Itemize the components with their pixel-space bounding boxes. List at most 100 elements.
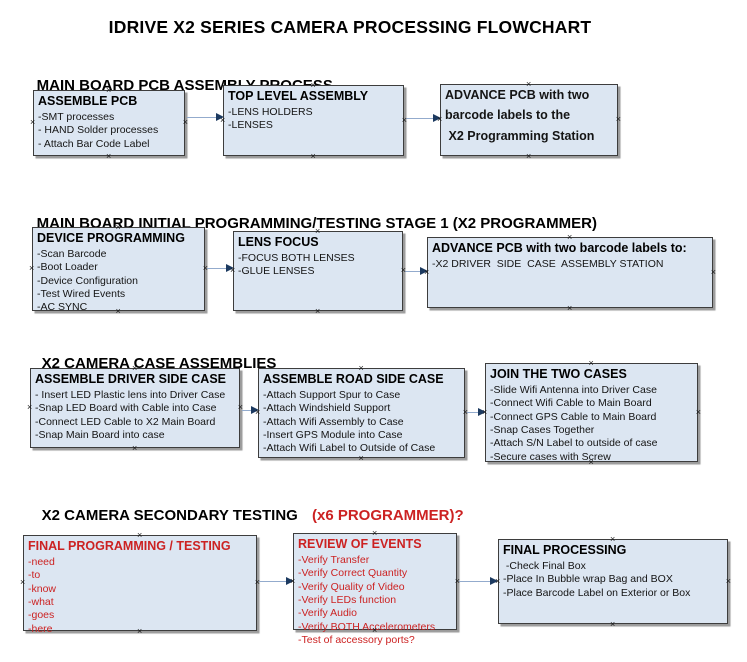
box-item: -Slide Wifi Antenna into Driver Case [490,383,657,396]
arrow-line [459,580,492,583]
box-item: X2 Programming Station [445,128,595,143]
box-item: -here [28,622,53,635]
box-item: -to [28,569,41,582]
box-title: ASSEMBLE DRIVER SIDE CASE [35,372,227,386]
box-lens-focus: LENS FOCUS -FOCUS BOTH LENSES -GLUE LENS… [233,231,403,311]
connection-anchor [526,80,531,89]
connection-anchor [726,577,731,586]
flow-arrow [186,112,224,123]
box-assemble-road-side-case: ASSEMBLE ROAD SIDE CASE -Attach Support … [258,368,465,458]
box-item: -what [28,595,54,608]
box-title: ASSEMBLE PCB [38,94,138,108]
box-item: -Device Configuration [37,274,138,287]
connection-anchor [220,116,225,125]
connection-anchor [589,458,594,467]
connection-anchor [359,364,364,373]
connection-anchor [463,408,468,417]
box-item: -Attach Support Spur to Case [263,388,401,401]
box-item: -Snap LED Board with Cable into Case [35,402,217,415]
connection-anchor [610,620,615,629]
connection-anchor [711,268,716,277]
flow-arrow [206,263,234,274]
connection-anchor [455,577,460,586]
connection-anchor [290,577,295,586]
box-item: -Attach Windshield Support [263,402,391,415]
box-item: -Verify Transfer [298,553,370,566]
connection-anchor [437,115,442,124]
connection-anchor [238,403,243,412]
box-item: -FOCUS BOTH LENSES [238,251,355,264]
box-title: FINAL PROGRAMMING / TESTING [28,539,231,553]
section-heading-secondary-testing: X2 CAMERA SECONDARY TESTING (x6 PROGRAMM… [25,490,464,541]
connection-anchor [132,364,137,373]
connection-anchor [230,266,235,275]
arrow-line [207,267,228,270]
box-item: -Connect GPS Cable to Main Board [490,410,657,423]
box-title: DEVICE PROGRAMMING [37,231,185,245]
section-heading-text: X2 CAMERA CASE ASSEMBLIES [41,355,277,372]
box-title: FINAL PROCESSING [503,543,627,557]
box-advance-pcb-programming-station: ADVANCE PCB with two barcode labels to t… [440,84,618,156]
box-item: -LENSES [228,119,273,132]
box-item: ADVANCE PCB with two [445,88,590,102]
connection-anchor [137,627,142,636]
box-title: ADVANCE PCB with two barcode labels to: [432,241,687,255]
box-final-processing: FINAL PROCESSING -Check Final Box -Place… [498,539,728,624]
connection-anchor [616,115,621,124]
box-title: ASSEMBLE ROAD SIDE CASE [263,372,444,386]
box-item: -LENS HOLDERS [228,105,313,118]
connection-anchor [29,264,34,273]
arrow-line [467,411,480,414]
box-item: -Connect LED Cable to X2 Main Board [35,415,216,428]
box-item: -need [28,555,55,568]
connection-anchor [20,578,25,587]
box-item: -Snap Main Board into case [35,428,165,441]
box-item: - Insert LED Plastic lens into Driver Ca… [35,388,226,401]
connection-anchor [589,359,594,368]
connection-anchor [183,118,188,127]
box-item: - Attach Bar Code Label [38,137,150,150]
connection-anchor [424,268,429,277]
box-item: -Secure cases with Screw [490,450,611,463]
box-title: JOIN THE TWO CASES [490,367,627,381]
flow-arrow [405,113,441,124]
box-item: -Verify Audio [298,607,357,620]
box-title: TOP LEVEL ASSEMBLY [228,89,369,103]
box-assemble-pcb: ASSEMBLE PCB -SMT processes - HAND Solde… [33,90,185,156]
box-item: -Boot Loader [37,261,98,274]
connection-anchor [203,264,208,273]
box-join-the-two-cases: JOIN THE TWO CASES -Slide Wifi Antenna i… [482,363,701,463]
connection-anchor [567,304,572,313]
box-item: -Attach Wifi Assembly to Case [263,415,404,428]
connection-anchor [315,227,320,236]
page-title: IDRIVE X2 SERIES CAMERA PROCESSING FLOWC… [108,17,592,37]
box-item: -AC SYNC [37,301,88,314]
box-item: -Place Barcode Label on Exterior or Box [503,586,691,599]
box-item: -Verify Correct Quantity [298,567,408,580]
box-title: REVIEW OF EVENTS [298,537,422,551]
connection-anchor [696,408,701,417]
box-assemble-driver-side-case: ASSEMBLE DRIVER SIDE CASE - Insert LED P… [30,368,240,448]
section-heading-case-assemblies: X2 CAMERA CASE ASSEMBLIES [25,338,277,389]
box-item: -Attach Wifi Label to Outside of Case [263,442,436,455]
box-item: -Insert GPS Module into Case [263,428,403,441]
connection-anchor [132,444,137,453]
box-item: -Attach S/N Label to outside of case [490,437,658,450]
connection-anchor [106,86,111,95]
connection-anchor [482,408,487,417]
connection-anchor [372,626,377,635]
box-item: -Test Wired Events [37,287,126,300]
connection-anchor [311,81,316,90]
connection-anchor [311,152,316,161]
box-item: -Verify BOTH Accelerometers [298,620,436,633]
box-item: -Place In Bubble wrap Bag and BOX [503,573,673,586]
arrow-line [242,409,253,412]
connection-anchor [116,307,121,316]
section-heading-text: X2 CAMERA SECONDARY TESTING [41,507,302,524]
connection-anchor [116,223,121,232]
flow-arrow [258,576,294,587]
connection-anchor [401,266,406,275]
connection-anchor [402,116,407,125]
arrow-line [406,117,435,120]
